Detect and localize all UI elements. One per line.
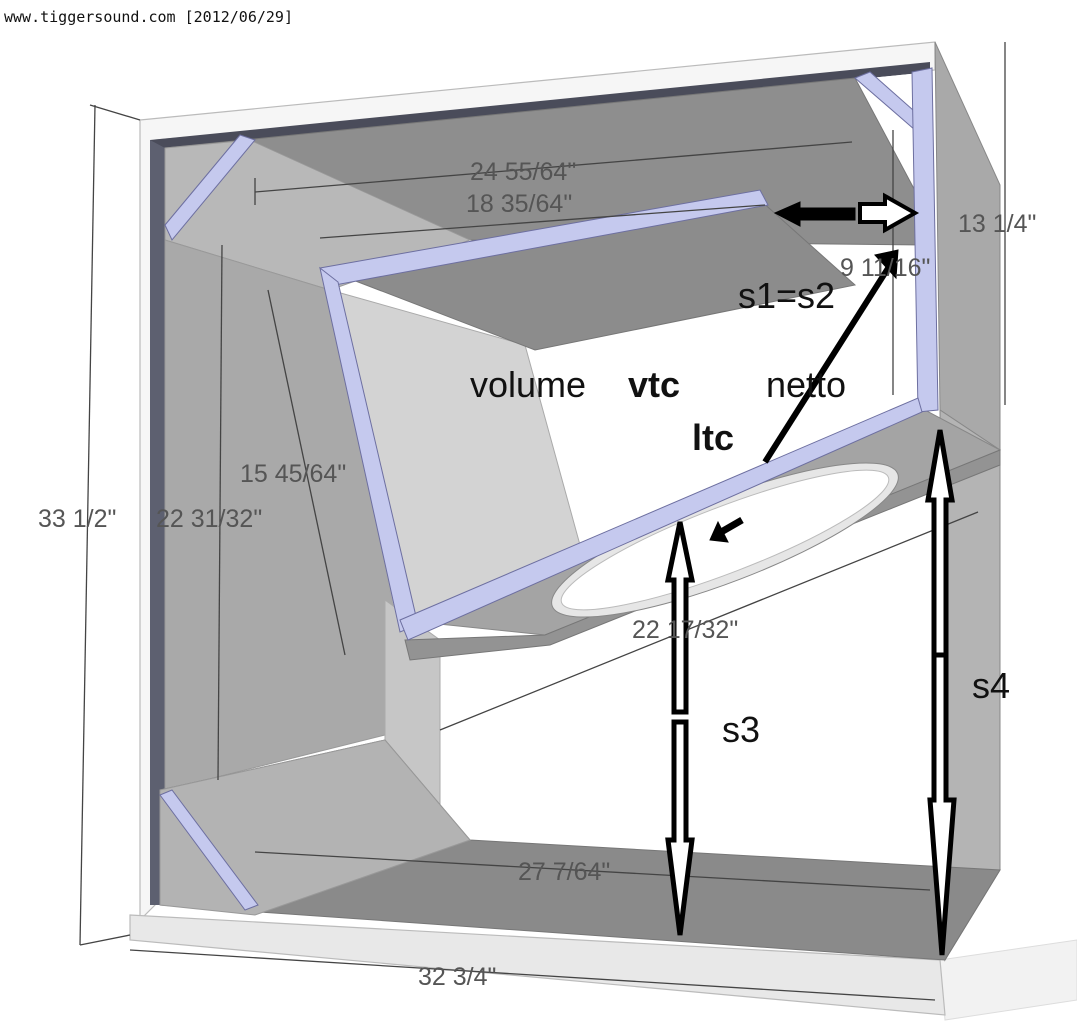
bottom-left-block — [159, 739, 471, 916]
label-s3: s3 — [722, 709, 760, 750]
baffle-front-face — [404, 449, 1001, 661]
label-s4: s4 — [972, 665, 1010, 706]
dimension-lines — [79, 42, 1006, 1001]
s4-arrow — [925, 429, 957, 956]
dim-slant-length: 15 45/64" — [240, 460, 346, 488]
dim-overall-width: 32 3/4" — [418, 963, 496, 991]
dim-top-inner-length: 18 35/64" — [466, 190, 572, 218]
dim-diagonal-length: 22 17/32" — [632, 616, 738, 644]
dim-right-height: 13 1/4" — [958, 210, 1036, 238]
dim-inner-height: 22 31/32" — [156, 505, 262, 533]
dim-overall-height: 33 1/2" — [38, 505, 116, 533]
watermark-text: www.tiggersound.com [2012/06/29] — [4, 8, 293, 26]
panel-edges — [159, 67, 939, 911]
dim-top-length: 24 55/64" — [470, 158, 576, 186]
cabinet-frame — [129, 41, 1001, 1016]
dim-bottom-length: 27 7/64" — [518, 858, 610, 886]
floor-surface — [939, 939, 1077, 1021]
label-netto: netto — [766, 364, 846, 405]
label-volume: volume — [470, 364, 586, 405]
label-ltc: ltc — [692, 417, 734, 458]
s1-s2-double-arrow — [773, 201, 856, 227]
label-s1-s2: s1=s2 — [738, 275, 835, 316]
label-vtc: vtc — [628, 364, 680, 405]
dim-gap-depth: 9 11/16" — [840, 254, 930, 282]
annotation-arrows — [664, 192, 957, 956]
s3-arrow — [664, 521, 696, 936]
